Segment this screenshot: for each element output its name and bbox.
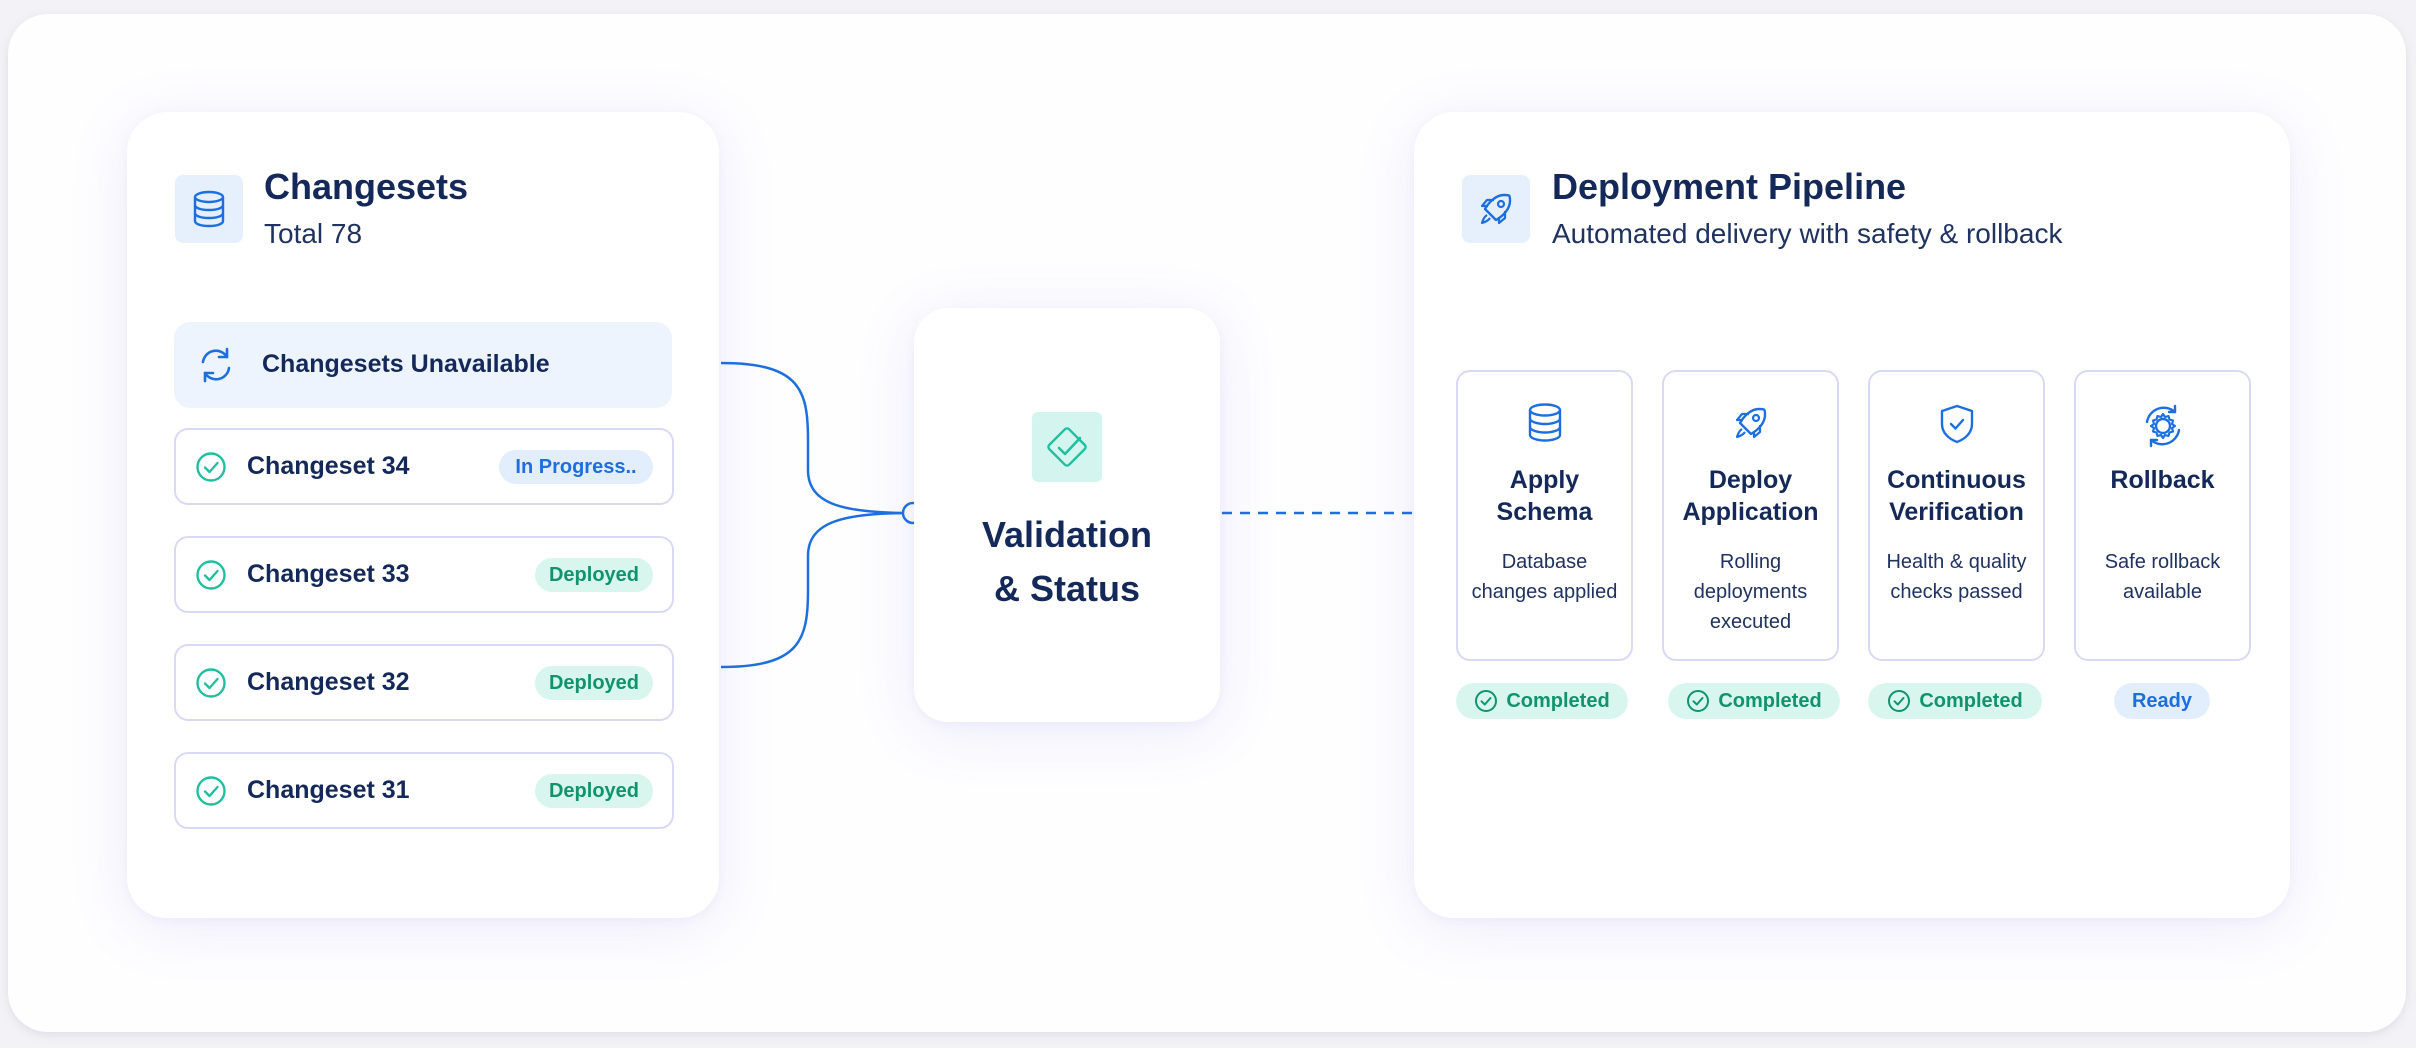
- pipeline-icon-box: [1462, 175, 1530, 243]
- database-icon: [193, 190, 225, 228]
- status-label: Completed: [1506, 689, 1610, 712]
- connector-bottom: [720, 511, 913, 669]
- step-apply-schema[interactable]: Apply Schema Database changes applied: [1456, 370, 1633, 661]
- gear-sync-icon: [2076, 402, 2249, 450]
- changesets-unavailable[interactable]: Changesets Unavailable: [174, 322, 672, 408]
- status-completed-pill: Completed: [1456, 683, 1628, 719]
- status-completed-pill: Completed: [1668, 683, 1840, 719]
- changeset-label: Changeset 31: [247, 776, 410, 804]
- changeset-label: Changeset 34: [247, 452, 410, 480]
- status-label: Ready: [2131, 689, 2193, 712]
- status-label: Completed: [1718, 689, 1822, 712]
- status-completed-pill: Completed: [1868, 683, 2042, 719]
- step-title: Apply Schema: [1496, 466, 1593, 526]
- step-title: Rollback: [2110, 466, 2215, 494]
- status-badge: Deployed: [535, 774, 653, 808]
- step-description: Rolling deployments executed: [1693, 551, 1808, 633]
- status-ready-pill: Ready: [2114, 683, 2210, 719]
- shield-check-icon: [1870, 402, 2043, 446]
- check-circle-icon: [195, 559, 227, 591]
- pipeline-title: Deployment Pipeline: [1552, 166, 1907, 207]
- status-badge: Deployed: [535, 666, 653, 700]
- changeset-row[interactable]: Changeset 31 Deployed: [174, 752, 674, 829]
- changesets-unavailable-label: Changesets Unavailable: [262, 350, 550, 378]
- changeset-label: Changeset 32: [247, 668, 410, 696]
- step-title: Continuous Verification: [1887, 466, 2026, 526]
- pipeline-subtitle: Automated delivery with safety & rollbac…: [1552, 218, 2063, 249]
- changesets-title: Changesets: [264, 166, 469, 207]
- changeset-label: Changeset 33: [247, 560, 410, 588]
- changesets-icon-box: [175, 175, 243, 243]
- status-badge: In Progress..: [499, 450, 653, 484]
- changeset-row[interactable]: Changeset 32 Deployed: [174, 644, 674, 721]
- step-rollback[interactable]: Rollback Safe rollback available: [2074, 370, 2251, 661]
- check-circle-icon: [195, 451, 227, 483]
- rocket-icon: [1664, 402, 1837, 444]
- refresh-icon: [196, 345, 236, 385]
- step-continuous-verification[interactable]: Continuous Verification Health & quality…: [1868, 370, 2045, 661]
- changeset-row[interactable]: Changeset 33 Deployed: [174, 536, 674, 613]
- step-description: Database changes applied: [1471, 551, 1618, 603]
- connector-top: [720, 361, 913, 515]
- step-description: Health & quality checks passed: [1886, 551, 2027, 603]
- status-badge: Deployed: [535, 558, 653, 592]
- validation-icon: [1032, 412, 1102, 482]
- rocket-icon: [1480, 193, 1512, 225]
- changesets-total: Total 78: [264, 218, 363, 249]
- database-icon: [1458, 402, 1631, 444]
- check-circle-icon: [1475, 690, 1498, 712]
- step-title: Deploy Application: [1682, 466, 1819, 526]
- check-circle-icon: [195, 667, 227, 699]
- step-description: Safe rollback available: [2104, 551, 2221, 603]
- step-deploy-application[interactable]: Deploy Application Rolling deployments e…: [1662, 370, 1839, 661]
- validation-title: Validation & Status: [981, 514, 1153, 609]
- changeset-row[interactable]: Changeset 34 In Progress..: [174, 428, 674, 505]
- status-label: Completed: [1919, 689, 2023, 712]
- validation-card: Validation & Status: [914, 308, 1220, 722]
- check-circle-icon: [1687, 690, 1710, 712]
- check-circle-icon: [195, 775, 227, 807]
- check-circle-icon: [1888, 690, 1911, 712]
